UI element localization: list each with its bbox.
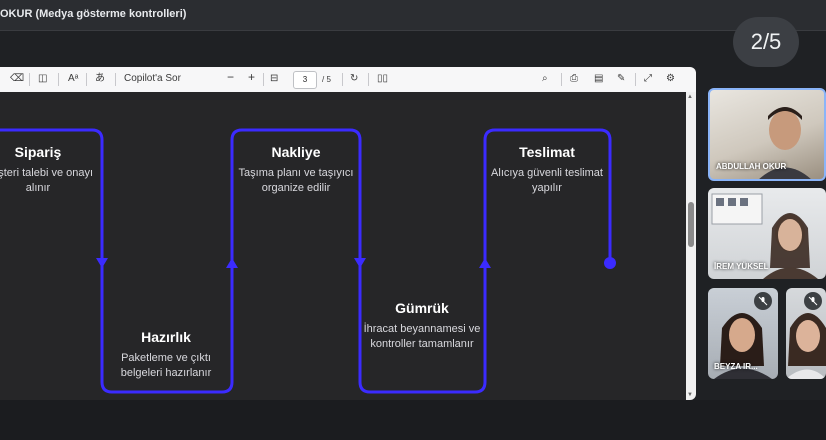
toolbar-divider bbox=[263, 73, 264, 86]
toolbar-divider bbox=[635, 73, 636, 86]
step-title: Hazırlık bbox=[141, 329, 191, 345]
read-aloud-icon[interactable]: Aᵃ bbox=[68, 73, 79, 84]
pdf-toolbar: ⌫ ◫ Aᵃ あ Copilot'a Sor − + ⊟ 3 / 5 ↻ ▯▯ … bbox=[0, 67, 696, 93]
toolbar-divider bbox=[561, 73, 562, 86]
toolbar-divider bbox=[115, 73, 116, 86]
settings-gear-icon[interactable]: ⚙ bbox=[666, 73, 675, 84]
toolbar-divider bbox=[58, 73, 59, 86]
print-icon[interactable]: ⎙ bbox=[570, 73, 578, 84]
fit-page-icon[interactable]: ⊟ bbox=[270, 73, 279, 84]
flow-line bbox=[0, 128, 612, 394]
participant-tile[interactable]: İREM YÜKSEL bbox=[708, 188, 826, 279]
step-title: Sipariş bbox=[14, 144, 62, 160]
translate-icon[interactable]: あ bbox=[95, 73, 105, 84]
step-description: İhracat beyannamesi ve kontroller tamaml… bbox=[363, 323, 481, 350]
presenter-title: OKUR (Medya gösterme kontrolleri) bbox=[0, 8, 187, 20]
step-description: Müşteri talebi ve onayı alınır bbox=[0, 167, 94, 194]
rotate-icon[interactable]: ↻ bbox=[350, 73, 359, 84]
participant-video bbox=[786, 313, 826, 379]
two-page-view-icon[interactable]: ▯▯ bbox=[377, 73, 389, 84]
participant-tile[interactable]: ABDULLAH OKUR bbox=[708, 88, 826, 181]
toolbar-divider bbox=[29, 73, 30, 86]
copilot-ask-button[interactable]: Copilot'a Sor bbox=[124, 73, 181, 84]
page-view-icon[interactable]: ◫ bbox=[38, 73, 48, 84]
participant-tile[interactable]: BEYZA IR... bbox=[708, 288, 778, 379]
step-nakliye: Nakliye Taşıma planı ve taşıyıcı organiz… bbox=[236, 144, 356, 196]
pdf-viewer-window: ⌫ ◫ Aᵃ あ Copilot'a Sor − + ⊟ 3 / 5 ↻ ▯▯ … bbox=[0, 67, 696, 400]
toolbar-divider bbox=[86, 73, 87, 86]
step-title: Nakliye bbox=[271, 144, 321, 160]
mic-off-icon bbox=[804, 292, 822, 310]
page-number-input[interactable]: 3 bbox=[293, 71, 317, 89]
participant-video bbox=[711, 193, 818, 279]
vertical-scrollbar[interactable]: ▲ ▼ bbox=[686, 92, 696, 400]
scroll-thumb[interactable] bbox=[688, 202, 694, 247]
meeting-bottom-bar bbox=[0, 400, 826, 440]
participant-video bbox=[759, 107, 811, 179]
flow-arrow bbox=[354, 258, 366, 268]
participant-name: BEYZA IR... bbox=[714, 362, 758, 371]
step-gumruk: Gümrük İhracat beyannamesi ve kontroller… bbox=[362, 300, 482, 352]
fullscreen-icon[interactable]: ⤢ bbox=[644, 73, 652, 84]
step-title: Gümrük bbox=[395, 300, 449, 316]
step-description: Alıcıya güvenli teslimat yapılır bbox=[491, 167, 603, 194]
step-hazirlik: Hazırlık Paketleme ve çıktı belgeleri ha… bbox=[106, 329, 226, 381]
eraser-icon[interactable]: ⌫ bbox=[10, 73, 25, 84]
zoom-out-button[interactable]: − bbox=[227, 70, 235, 84]
slide-page-counter: 2/5 bbox=[733, 17, 799, 67]
participant-video bbox=[714, 313, 772, 379]
zoom-in-button[interactable]: + bbox=[248, 70, 256, 84]
pdf-page-canvas: Sipariş Müşteri talebi ve onayı alınır H… bbox=[0, 92, 686, 400]
step-description: Taşıma planı ve taşıyıcı organize edilir bbox=[238, 167, 354, 194]
page-total: / 5 bbox=[322, 75, 331, 84]
step-description: Paketleme ve çıktı belgeleri hazırlanır bbox=[120, 352, 212, 379]
step-siparis: Sipariş Müşteri talebi ve onayı alınır bbox=[0, 144, 98, 196]
flow-arrow bbox=[226, 258, 238, 268]
toolbar-divider bbox=[342, 73, 343, 86]
participant-tile[interactable] bbox=[786, 288, 826, 379]
process-flow-diagram bbox=[0, 128, 616, 394]
participant-name: İREM YÜKSEL bbox=[714, 262, 769, 271]
step-title: Teslimat bbox=[519, 144, 575, 160]
scroll-down-icon[interactable]: ▼ bbox=[687, 392, 693, 398]
toolbar-divider bbox=[368, 73, 369, 86]
flow-arrow bbox=[479, 258, 491, 268]
meeting-top-bar: OKUR (Medya gösterme kontrolleri) bbox=[0, 0, 826, 31]
mic-off-icon bbox=[754, 292, 772, 310]
save-as-icon[interactable]: ✎ bbox=[617, 73, 626, 84]
participant-name: ABDULLAH OKUR bbox=[716, 162, 787, 171]
flow-arrow bbox=[96, 258, 108, 268]
flow-end-point bbox=[604, 257, 616, 269]
step-teslimat: Teslimat Alıcıya güvenli teslimat yapılı… bbox=[487, 144, 607, 196]
search-icon[interactable]: ⌕ bbox=[542, 73, 548, 84]
save-icon[interactable]: ▤ bbox=[594, 73, 604, 84]
scroll-up-icon[interactable]: ▲ bbox=[687, 94, 693, 100]
